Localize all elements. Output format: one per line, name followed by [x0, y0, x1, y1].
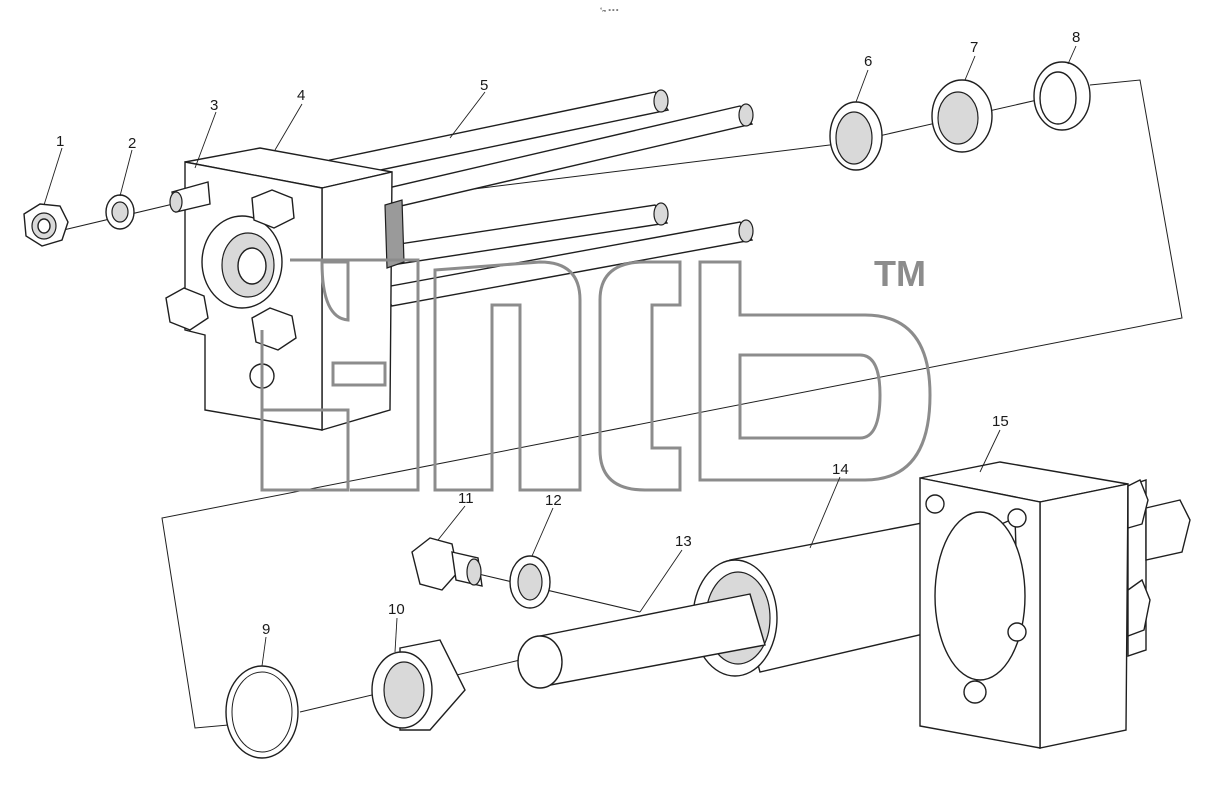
callout-leaders — [43, 45, 1077, 667]
callout-4: 4 — [297, 87, 305, 104]
callout-9: 9 — [262, 621, 270, 638]
part-11-fitting — [411, 537, 483, 591]
header-mark: °ₘ ∘∘∘ — [600, 8, 619, 14]
part-1-nut — [23, 203, 69, 247]
watermark-logo: TM — [260, 253, 932, 492]
part-10-bushing — [371, 639, 466, 731]
watermark-tm: TM — [874, 253, 926, 294]
part-4-flange-block — [165, 147, 405, 431]
callout-13: 13 — [675, 533, 692, 550]
callout-6: 6 — [864, 53, 872, 70]
part-2-washer — [105, 194, 135, 230]
callout-11: 11 — [458, 490, 474, 507]
callout-numbers: 1 2 3 4 5 6 7 8 9 10 11 12 13 14 15 — [56, 29, 1080, 638]
callout-12: 12 — [545, 492, 562, 509]
callout-3: 3 — [210, 97, 218, 114]
callout-5: 5 — [480, 77, 488, 94]
part-3-stud — [169, 181, 211, 213]
callout-15: 15 — [992, 413, 1009, 430]
part-12-washer — [509, 555, 551, 609]
part-13-piston-rod — [517, 593, 766, 689]
callout-10: 10 — [388, 601, 405, 618]
callout-14: 14 — [832, 461, 849, 478]
tie-rods — [328, 89, 754, 307]
callout-1: 1 — [56, 133, 64, 150]
part-9-o-ring — [225, 665, 299, 759]
part-6-ring — [829, 101, 883, 171]
part-15-end-flange — [919, 461, 1191, 749]
callout-2: 2 — [128, 135, 136, 152]
callout-8: 8 — [1072, 29, 1080, 46]
part-7-ring — [931, 79, 993, 153]
callout-7: 7 — [970, 39, 978, 56]
part-8-split-ring — [1033, 61, 1091, 131]
